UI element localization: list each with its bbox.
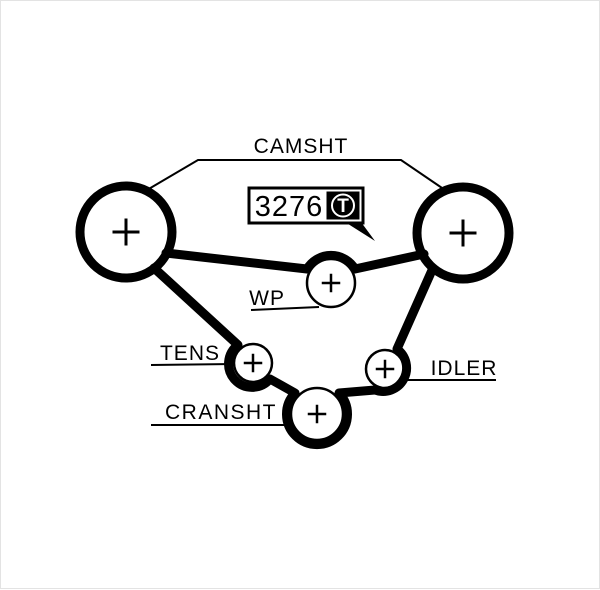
brand-logo-circle [331, 193, 355, 218]
idler-center-mark [375, 359, 395, 379]
tensioner-pulley [232, 342, 274, 384]
water-pump-label: WP [249, 287, 285, 310]
pulleys [232, 257, 406, 442]
crankshaft-pulley [289, 386, 345, 442]
badge-pointer-tail [345, 222, 375, 241]
part-number: 3276 [255, 191, 324, 223]
idler-label: IDLER [431, 357, 498, 380]
tensioner-center-mark [243, 353, 263, 373]
part-badge: 3276 T [247, 186, 375, 241]
left-camshaft-center-mark [112, 218, 140, 246]
right-camshaft-belt-wrap [412, 182, 514, 284]
crankshaft-center-mark [307, 404, 327, 424]
center-marks [112, 218, 477, 424]
camshaft-leader-line [146, 159, 446, 191]
belt-upper-run [161, 248, 429, 274]
camshaft-label: CAMSHT [254, 135, 349, 158]
right-camshaft-center-mark [449, 219, 477, 247]
tensioner-leader-line [150, 363, 235, 366]
idler-pulley [364, 348, 406, 390]
tensioner-label: TENS [160, 342, 220, 365]
labels: CAMSHT WP TENS IDLER CRANSHT [146, 135, 498, 426]
water-pump-pulley [305, 257, 357, 309]
crankshaft-label: CRANSHT [165, 401, 277, 424]
left-camshaft-belt-wrap [75, 181, 177, 283]
brand-logo-letter: T [337, 196, 349, 217]
belt-lower-run [149, 263, 438, 450]
water-pump-leader-line [250, 306, 320, 311]
water-pump-center-mark [321, 273, 341, 293]
belt [75, 181, 514, 450]
